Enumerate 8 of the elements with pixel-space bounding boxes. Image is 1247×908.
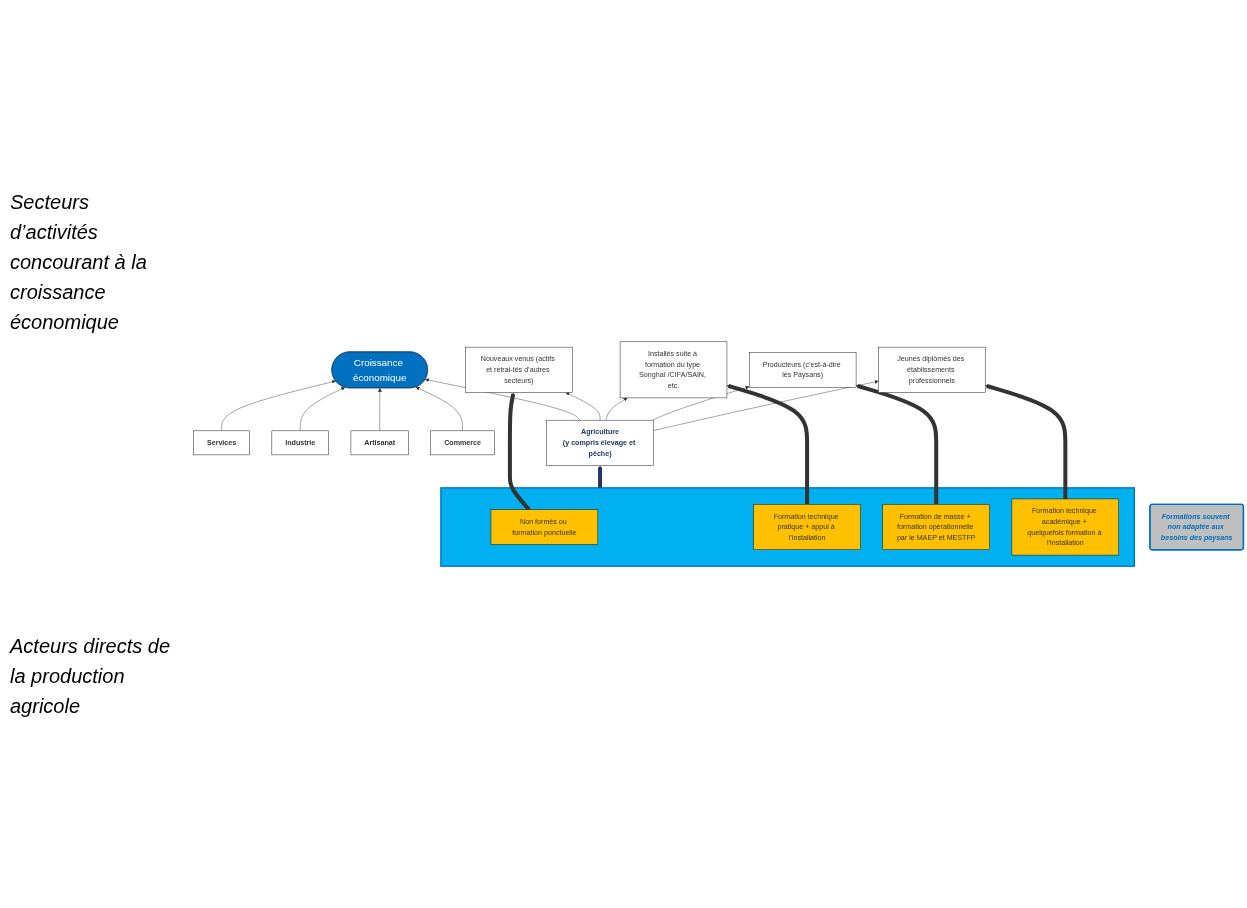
arrow — [726, 384, 810, 505]
side-note: Secteurs d’activités concourant à la croissance économique — [10, 190, 148, 335]
arrow — [985, 384, 1068, 500]
arrow — [855, 384, 939, 505]
arrow — [598, 465, 603, 488]
side-note: Acteurs directs de la production agricole — [10, 634, 172, 719]
cluster — [440, 487, 1135, 567]
arrow — [507, 392, 531, 511]
